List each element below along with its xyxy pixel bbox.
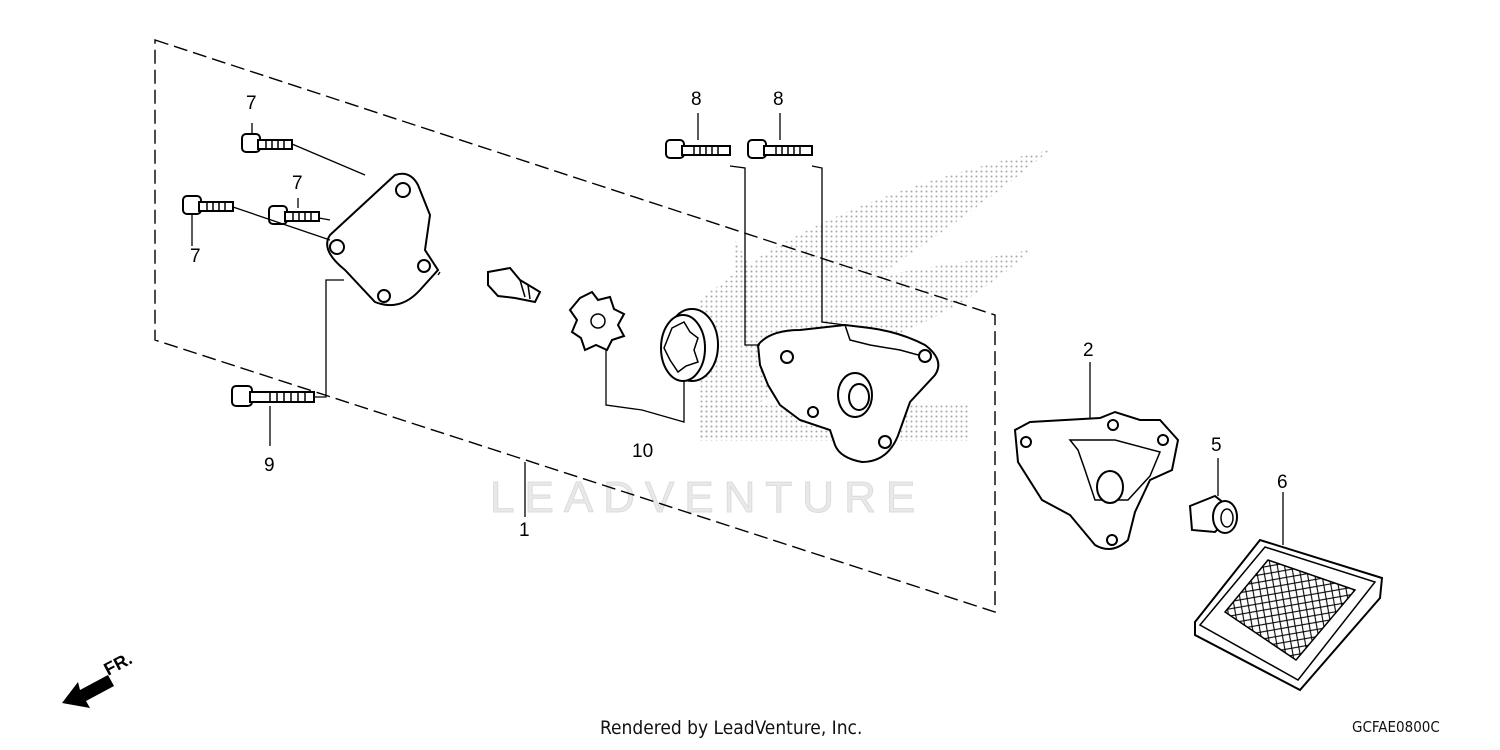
gasket xyxy=(1013,410,1180,550)
oil-screen-filter xyxy=(1194,538,1384,692)
pump-shaft xyxy=(487,266,542,304)
front-direction-arrow-icon: FR. xyxy=(62,648,135,708)
inner-rotor xyxy=(568,290,626,352)
leader-lines xyxy=(191,113,1284,545)
diagram-code: GCFAE0800C xyxy=(1352,718,1440,736)
callout-8-left: 8 xyxy=(691,89,702,110)
callout-7-top: 7 xyxy=(246,93,257,114)
collar xyxy=(1188,494,1238,534)
bolt-8-right xyxy=(747,139,813,159)
outer-rotor xyxy=(660,308,719,382)
callout-2: 2 xyxy=(1083,340,1094,361)
callout-7-middle: 7 xyxy=(292,173,303,194)
footer-credit: Rendered by LeadVenture, Inc. xyxy=(600,717,863,739)
callout-7-left: 7 xyxy=(190,246,201,267)
callout-10: 10 xyxy=(632,441,653,462)
bolt-9 xyxy=(231,385,315,407)
pump-cover xyxy=(326,172,440,306)
front-arrow-label: FR. xyxy=(100,648,135,679)
callout-9: 9 xyxy=(264,455,275,476)
bolt-8-left xyxy=(665,139,731,159)
pump-body xyxy=(756,323,940,464)
bolt-7-middle xyxy=(268,205,320,225)
bolt-7-top xyxy=(241,133,293,153)
callout-6: 6 xyxy=(1277,472,1288,493)
callout-8-right: 8 xyxy=(773,89,784,110)
callout-1: 1 xyxy=(519,520,530,541)
watermark-text: LEADVENTURE xyxy=(490,473,925,522)
callout-5: 5 xyxy=(1211,435,1222,456)
bolt-7-left xyxy=(182,195,234,215)
assembly-boundary xyxy=(154,39,996,613)
